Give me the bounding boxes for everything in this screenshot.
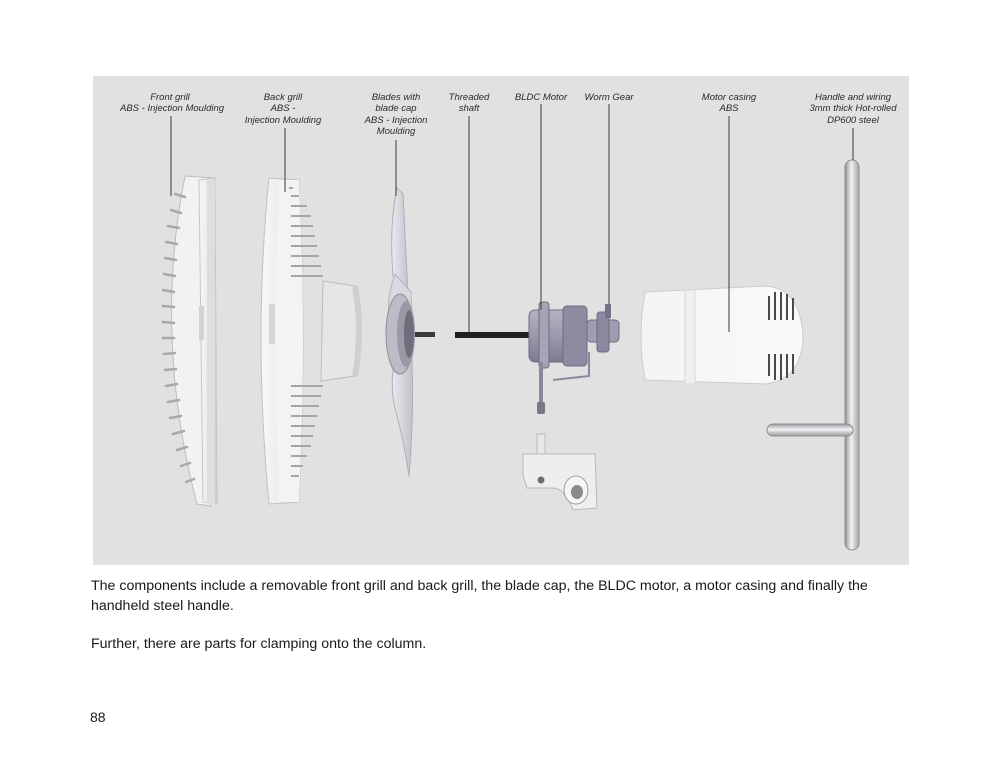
callout-handle: Handle and wiring 3mm thick Hot-rolled D… — [797, 92, 909, 126]
leader-lines — [170, 104, 854, 332]
callout-line: blade cap — [375, 103, 417, 115]
figure-caption: The components include a removable front… — [91, 576, 901, 654]
callout-line: 3mm thick Hot-rolled — [809, 103, 897, 115]
caption-paragraph: The components include a removable front… — [91, 578, 868, 614]
callout-blades: Blades with blade cap ABS - Injection Mo… — [358, 92, 434, 137]
callout-line: Blades with — [371, 92, 421, 103]
callout-line: ABS - Injection Moulding — [120, 103, 225, 115]
handle-part — [766, 159, 860, 551]
exploded-view-figure: Front grill ABS - Injection Moulding Bac… — [93, 76, 909, 565]
callout-line: Back grill — [263, 92, 303, 103]
exploded-view-illustration — [161, 104, 860, 551]
callout-line: Injection Moulding — [244, 114, 322, 126]
callout-line: ABS — [719, 103, 739, 115]
callout-line: shaft — [458, 103, 480, 115]
callout-line: Handle and wiring — [814, 92, 892, 103]
callout-back-grill: Back grill ABS - Injection Moulding — [243, 92, 323, 126]
page-number: 88 — [90, 709, 106, 725]
callout-line: BLDC Motor — [514, 92, 568, 103]
caption-paragraph: Further, there are parts for clamping on… — [91, 636, 427, 652]
callout-front-grill: Front grill ABS - Injection Moulding — [120, 92, 225, 115]
callout-line: ABS - Injection — [364, 114, 428, 126]
front-grill-part — [161, 175, 218, 507]
callout-motor-casing: Motor casing ABS — [693, 92, 765, 115]
callout-threaded-shaft: Threaded shaft — [441, 92, 497, 115]
callout-line: DP600 steel — [827, 114, 879, 126]
threaded-shaft-part — [415, 332, 531, 338]
back-grill-part — [260, 177, 362, 505]
callout-line: Motor casing — [701, 92, 757, 103]
motor-casing-part — [640, 285, 804, 385]
callout-worm-gear: Worm Gear — [580, 92, 638, 103]
callout-line: Threaded — [448, 92, 490, 103]
callout-line: ABS - — [270, 103, 296, 115]
bldc-motor-part — [528, 301, 588, 414]
callout-line: Moulding — [376, 125, 416, 137]
blades-part — [385, 186, 415, 477]
callout-bldc-motor: BLDC Motor — [511, 92, 571, 103]
callout-line: Front grill — [150, 92, 190, 103]
callout-line: Worm Gear — [584, 92, 634, 103]
clamp-part — [522, 433, 598, 511]
worm-gear-part — [552, 304, 620, 381]
